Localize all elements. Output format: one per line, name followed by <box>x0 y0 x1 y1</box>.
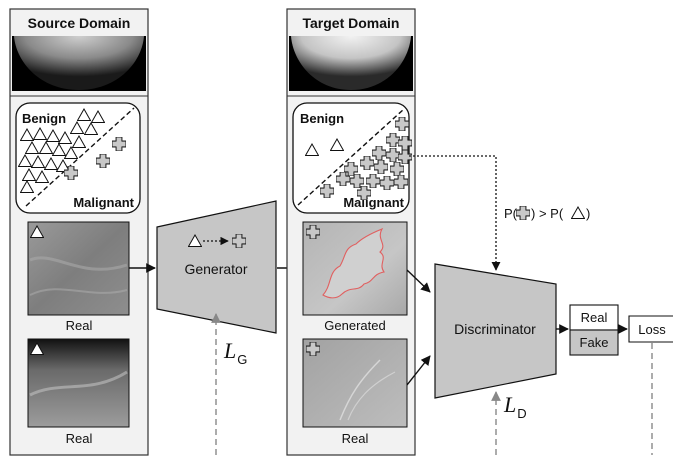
arrow-generated-to-discriminator <box>406 269 431 293</box>
source-malignant-label: Malignant <box>73 195 134 210</box>
malignant-marker-icon <box>516 206 530 220</box>
source-class-distribution: Benign Malignant <box>15 102 141 214</box>
source-real-patch-1 <box>27 221 130 316</box>
target-mammogram-image <box>289 36 413 91</box>
source-domain-title: Source Domain <box>28 15 131 31</box>
svg-text:): ) <box>586 206 590 221</box>
loss-label: Loss <box>638 322 666 337</box>
discriminator-block: Discriminator <box>434 263 557 399</box>
probability-constraint: P( ) > P( ) <box>504 206 590 221</box>
probability-prior-arrow <box>409 155 501 271</box>
source-patch-1-caption: Real <box>66 318 93 333</box>
target-real-patch <box>302 338 408 428</box>
svg-text:P(: P( <box>504 206 518 221</box>
target-domain-panel: Target Domain Benign Malignant <box>286 8 416 456</box>
svg-text:) > P(: ) > P( <box>531 206 564 221</box>
source-patch-2-caption: Real <box>66 431 93 446</box>
target-benign-label: Benign <box>300 111 344 126</box>
arrow-real-to-discriminator <box>406 355 431 386</box>
source-domain-panel: Source Domain Benign Malignant <box>9 8 149 456</box>
target-generated-patch <box>302 221 408 316</box>
target-malignant-label: Malignant <box>343 195 404 210</box>
output-real-label: Real <box>581 310 608 325</box>
generator-label: Generator <box>184 261 247 277</box>
benign-triangle-icon <box>571 206 585 219</box>
loss-box: Loss <box>628 315 673 343</box>
discriminator-label: Discriminator <box>454 321 536 337</box>
generator-block: Generator <box>156 200 277 334</box>
generator-loss-label: LG <box>223 338 247 367</box>
discriminator-loss-label: LD <box>503 392 527 421</box>
target-domain-title: Target Domain <box>303 15 400 31</box>
real-fake-output: Real Fake <box>569 304 619 356</box>
source-benign-label: Benign <box>22 111 66 126</box>
target-class-distribution: Benign Malignant <box>292 102 412 214</box>
source-mammogram-image <box>12 36 146 91</box>
target-real-caption: Real <box>342 431 369 446</box>
output-fake-label: Fake <box>580 335 609 350</box>
source-real-patch-2 <box>27 338 130 428</box>
target-generated-caption: Generated <box>324 318 385 333</box>
